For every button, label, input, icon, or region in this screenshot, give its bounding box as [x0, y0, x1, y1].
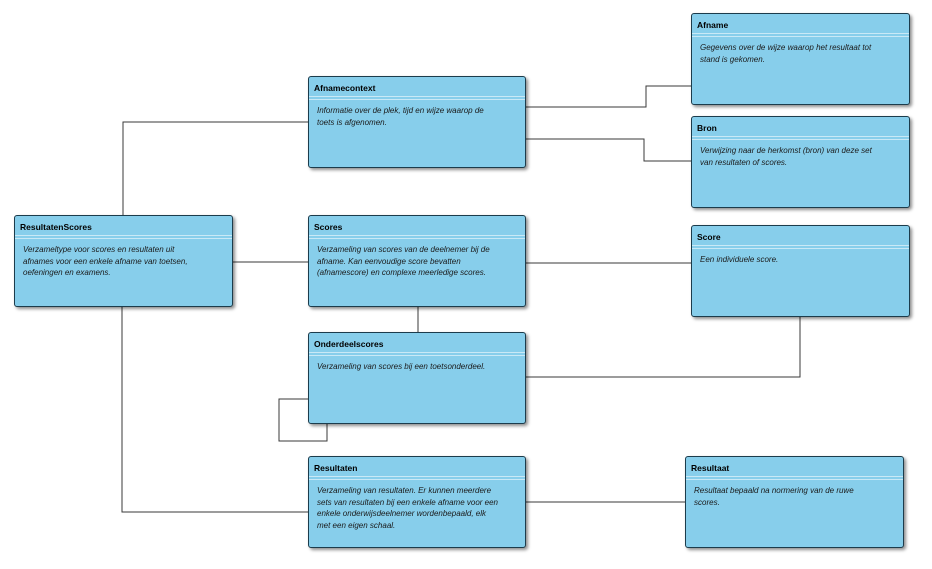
connector-resultatenscores-afnamecontext: [122, 121, 309, 216]
connector-onderdeelscores-self: [278, 398, 328, 442]
connector-afnamecontext-afname: [525, 85, 692, 108]
box-divider: [15, 238, 232, 239]
connector-resultatenscores-resultaten: [121, 306, 309, 513]
box-divider: [309, 99, 525, 100]
box-description: Een individuele score.: [700, 255, 779, 264]
box-title: Afname: [692, 14, 909, 34]
connector-onderdeelscores-score: [525, 317, 801, 378]
box-description: Verzameltype voor scores en resultaten u…: [23, 245, 188, 277]
box-description: Gegevens over de wijze waarop het result…: [700, 43, 872, 64]
box-description: Verwijzing naar de herkomst (bron) van d…: [700, 146, 872, 167]
box-resultatenscores[interactable]: ResultatenScores Verzameltype voor score…: [14, 215, 233, 307]
box-bron[interactable]: Bron Verwijzing naar de herkomst (bron) …: [691, 116, 910, 208]
box-title: Score: [692, 226, 909, 246]
box-resultaten[interactable]: Resultaten Verzameling van resultaten. E…: [308, 456, 526, 548]
box-title: Resultaat: [686, 457, 903, 477]
box-title: Scores: [309, 216, 525, 236]
box-resultaat[interactable]: Resultaat Resultaat bepaald na normering…: [685, 456, 904, 548]
box-divider: [309, 479, 525, 480]
box-divider: [686, 479, 903, 480]
connector-afnamecontext-bron: [525, 138, 692, 162]
box-title: Onderdeelscores: [309, 333, 525, 353]
box-title: Bron: [692, 117, 909, 137]
box-divider: [692, 139, 909, 140]
box-afnamecontext[interactable]: Afnamecontext Informatie over de plek, t…: [308, 76, 526, 168]
box-title: ResultatenScores: [15, 216, 232, 236]
box-description: Resultaat bepaald na normering van de ru…: [694, 486, 854, 507]
box-divider: [692, 248, 909, 249]
box-description: Verzameling van resultaten. Er kunnen me…: [317, 486, 499, 530]
box-description: Informatie over de plek, tijd en wijze w…: [317, 106, 484, 127]
box-title: Afnamecontext: [309, 77, 525, 97]
box-score[interactable]: Score Een individuele score.: [691, 225, 910, 317]
box-scores[interactable]: Scores Verzameling van scores van de dee…: [308, 215, 526, 307]
box-onderdeelscores[interactable]: Onderdeelscores Verzameling van scores b…: [308, 332, 526, 424]
box-description: Verzameling van scores van de deelnemer …: [317, 245, 490, 277]
box-divider: [692, 36, 909, 37]
box-title: Resultaten: [309, 457, 525, 477]
box-divider: [309, 238, 525, 239]
box-divider: [309, 355, 525, 356]
box-description: Verzameling van scores bij een toetsonde…: [317, 362, 486, 371]
box-afname[interactable]: Afname Gegevens over de wijze waarop het…: [691, 13, 910, 105]
